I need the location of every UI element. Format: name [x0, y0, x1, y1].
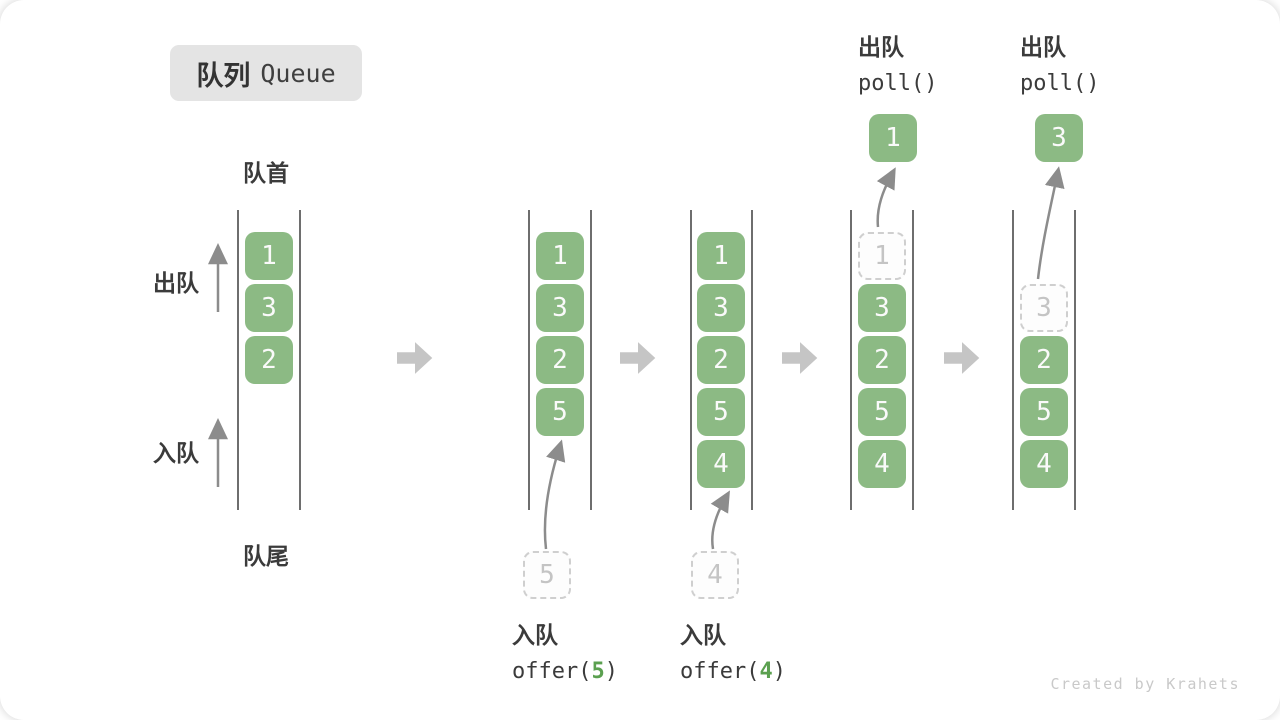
queue5-dequeued-ghost-cell: 3 — [1020, 284, 1068, 332]
queue3-right-rail — [751, 210, 753, 510]
queue2-cell: 1 — [536, 232, 584, 280]
queue3-cell: 2 — [697, 336, 745, 384]
queue4-dequeued-ghost-cell: 1 — [858, 232, 906, 280]
queue-front-label: 队首 — [243, 160, 289, 186]
poll-second-annotation: 出队 poll() — [1020, 28, 1099, 96]
queue4-cell: 3 — [858, 284, 906, 332]
queue4-cell: 4 — [858, 440, 906, 488]
enqueue4-insert-arrow-icon — [710, 490, 730, 550]
state-transition-arrow-icon — [782, 342, 818, 374]
queue5-cell: 4 — [1020, 440, 1068, 488]
enqueue5-code: offer(5) — [512, 659, 618, 684]
queue4-right-rail — [912, 210, 914, 510]
queue2-cell: 5 — [536, 388, 584, 436]
queue2-staged-ghost-cell: 5 — [523, 551, 571, 599]
title-badge: 队列 Queue — [170, 45, 362, 101]
title-zh: 队列 — [196, 60, 251, 91]
enqueue4-arg: 4 — [759, 659, 773, 684]
queue2-cell: 3 — [536, 284, 584, 332]
queue2-left-rail — [528, 210, 530, 510]
queue2-right-rail — [590, 210, 592, 510]
state-transition-arrow-icon — [397, 342, 433, 374]
queue1-cell: 2 — [245, 336, 293, 384]
queue4-cell: 5 — [858, 388, 906, 436]
watermark-credit: Created by Krahets — [1050, 675, 1240, 693]
poll-first-label: 出队 — [858, 34, 904, 60]
dequeue-side-label: 出队 — [153, 270, 199, 296]
enqueue4-code: offer(4) — [680, 659, 786, 684]
enqueue5-label: 入队 — [512, 622, 558, 648]
queue5-right-rail — [1074, 210, 1076, 510]
queue-rear-label: 队尾 — [243, 543, 289, 569]
poll-first-annotation: 出队 poll() — [858, 28, 937, 96]
queue1-cell: 1 — [245, 232, 293, 280]
enqueue-side-label: 入队 — [153, 440, 199, 466]
queue5-left-rail — [1012, 210, 1014, 510]
state-transition-arrow-icon — [944, 342, 980, 374]
enqueue5-annotation: 入队 offer(5) — [512, 616, 618, 684]
poll-second-code: poll() — [1020, 71, 1100, 96]
queue4-cell: 2 — [858, 336, 906, 384]
queue2-cell: 2 — [536, 336, 584, 384]
queue4-left-rail — [850, 210, 852, 510]
queue1-left-rail — [237, 210, 239, 510]
title-en: Queue — [260, 58, 336, 88]
enqueue4-annotation: 入队 offer(4) — [680, 616, 786, 684]
queue5-cell: 2 — [1020, 336, 1068, 384]
queue3-cell: 4 — [697, 440, 745, 488]
queue3-staged-ghost-cell: 4 — [691, 551, 739, 599]
enqueue5-insert-arrow-icon — [543, 439, 566, 550]
poll-first-remove-arrow-icon — [876, 167, 896, 228]
queue1-cell: 3 — [245, 284, 293, 332]
queue3-cell: 1 — [697, 232, 745, 280]
queue3-left-rail — [690, 210, 692, 510]
enqueue5-arg: 5 — [591, 659, 605, 684]
poll-second-remove-arrow-icon — [1036, 166, 1065, 280]
poll-first-code: poll() — [858, 71, 938, 96]
queue3-cell: 3 — [697, 284, 745, 332]
poll-first-result-cell: 1 — [869, 114, 917, 162]
poll-second-result-cell: 3 — [1035, 114, 1083, 162]
enqueue4-label: 入队 — [680, 622, 726, 648]
queue3-cell: 5 — [697, 388, 745, 436]
poll-second-label: 出队 — [1020, 34, 1066, 60]
queue5-cell: 5 — [1020, 388, 1068, 436]
queue1-right-rail — [299, 210, 301, 510]
state-transition-arrow-icon — [620, 342, 656, 374]
